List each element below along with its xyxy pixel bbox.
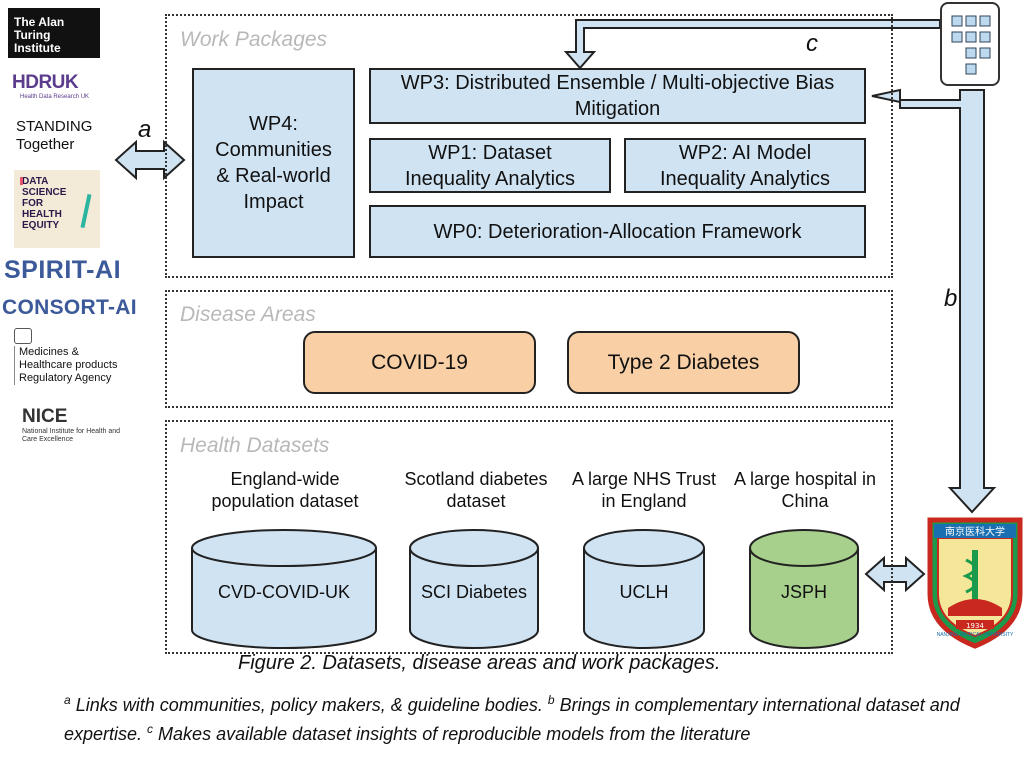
footnote-mark-c: c: [147, 722, 154, 736]
wp3-box: WP3: Distributed Ensemble / Multi-object…: [369, 68, 866, 124]
mhra-logo: Medicines & Healthcare products Regulato…: [14, 328, 154, 385]
cylinder-jsph: [749, 529, 859, 649]
crest-icon: [14, 328, 32, 344]
figure-caption: Figure 2. Datasets, disease areas and wo…: [238, 652, 721, 674]
dsfhe-line-5: EQUITY: [22, 220, 60, 231]
model-stack-icon: [940, 2, 1000, 86]
dsfhe-line-4: HEALTH: [22, 209, 62, 220]
wp4-box: WP4: Communities & Real-world Impact: [192, 68, 355, 258]
hdruk-logo-text: HDRUK: [12, 72, 79, 93]
wp3-label: WP3: Distributed Ensemble / Multi-object…: [400, 72, 835, 120]
cylinder-sci-diabetes: [409, 529, 539, 649]
dataset-name-jsph: JSPH: [780, 582, 827, 602]
footnote-mark-b: b: [547, 693, 555, 707]
dsfhe-line-3: FOR: [22, 198, 44, 209]
work-packages-title: Work Packages: [180, 28, 328, 51]
arrow-jsph-icon: [864, 555, 926, 593]
wp2-label: WP2: AI Model Inequality Analytics: [659, 141, 831, 190]
cylinder-uclh: [583, 529, 705, 649]
figure-footnotes: a Links with communities, policy makers,…: [64, 688, 964, 746]
wp4-label: WP4: Communities & Real-world Impact: [215, 113, 332, 213]
disease-covid19: COVID-19: [303, 331, 536, 394]
nice-logo-text: NICE: [22, 406, 68, 427]
consort-ai-logo: CONSORT-AI: [2, 296, 137, 319]
njmu-year-text: 1934: [966, 622, 984, 630]
njmu-top-text: 南京医科大学: [945, 525, 1005, 538]
mhra-logo-text: Medicines & Healthcare products Regulato…: [14, 346, 127, 385]
dataset-label-sci: Scotland diabetes dataset: [404, 469, 548, 511]
dsfhe-line-2: SCIENCE: [22, 187, 67, 198]
footnote-a: Links with communities, policy makers, &…: [70, 695, 548, 715]
dsfhe-line-1: DATA: [22, 176, 49, 187]
footnote-b: Brings in complementary international da…: [64, 695, 960, 744]
standing-together-logo: STANDING Together: [16, 118, 93, 153]
cylinder-cvd-covid-uk: [191, 529, 377, 649]
dataset-name-uclh: UCLH: [619, 582, 669, 602]
njmu-shield-logo: 南京医科大学 1934: [927, 517, 1023, 649]
hdruk-logo-sub: Health Data Research UK: [20, 94, 90, 100]
turing-logo-text: The Alan Turing Institute: [14, 15, 65, 55]
wp1-label: WP1: Dataset Inequality Analytics: [404, 141, 576, 190]
wp0-box: WP0: Deterioration-Allocation Framework: [369, 205, 866, 258]
work-packages-section: [165, 14, 893, 278]
arrow-label-c: c: [806, 30, 818, 57]
dataset-label-uclh: A large NHS Trust in England: [571, 469, 717, 511]
spirit-ai-logo: SPIRIT-AI: [4, 256, 122, 284]
dataset-label-cvd: England-wide population dataset: [211, 469, 359, 511]
disease-covid19-label: COVID-19: [371, 350, 468, 374]
hdruk-logo: HDRUK Health Data Research UK: [12, 72, 132, 100]
wp1-box: WP1: Dataset Inequality Analytics: [369, 138, 611, 193]
arrow-c-icon: [563, 19, 941, 70]
nice-logo-sub: National Institute for Health and Care E…: [22, 428, 121, 443]
wp0-label: WP0: Deterioration-Allocation Framework: [433, 220, 802, 243]
footnote-c: Makes available dataset insights of repr…: [153, 724, 751, 744]
dataset-name-cvd: CVD-COVID-UK: [217, 582, 350, 602]
nice-logo: NICE National Institute for Health and C…: [22, 406, 132, 444]
health-datasets-section: [165, 420, 893, 654]
disease-areas-title: Disease Areas: [180, 303, 316, 326]
arrow-label-b: b: [944, 285, 958, 312]
arrow-a-icon: [114, 139, 186, 181]
turing-logo: The Alan Turing Institute: [8, 8, 100, 58]
arrow-b-icon: [871, 88, 997, 514]
njmu-ring-text: NANJING MEDICAL UNIVERSITY: [936, 632, 1014, 638]
disease-type2-diabetes-label: Type 2 Diabetes: [607, 350, 760, 374]
arrow-label-a: a: [138, 116, 152, 143]
dsfhe-logo: DATA SCIENCE FOR HEALTH EQUITY: [14, 170, 100, 248]
disease-areas-section: [165, 290, 893, 408]
wp2-box: WP2: AI Model Inequality Analytics: [624, 138, 866, 193]
footnote-mark-a: a: [64, 693, 71, 707]
dataset-name-sci: SCI Diabetes: [420, 582, 528, 602]
disease-type2-diabetes: Type 2 Diabetes: [567, 331, 800, 394]
health-datasets-title: Health Datasets: [180, 434, 330, 457]
dataset-label-jsph: A large hospital in China: [733, 469, 877, 511]
